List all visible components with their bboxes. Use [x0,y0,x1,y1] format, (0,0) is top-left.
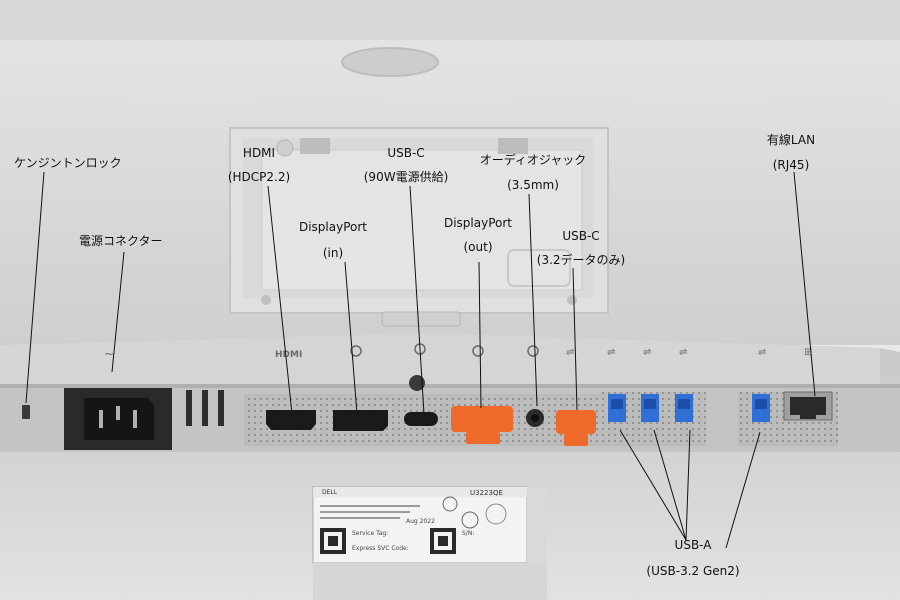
svg-text:⊞: ⊞ [804,347,812,358]
kensington-lock-slot [22,405,30,419]
label-lan: 有線LAN [766,133,816,147]
label-power-connector: 電源コネクター [79,234,163,248]
label-displayport-in-sub: (in) [322,246,344,260]
svg-text:⇌: ⇌ [643,347,651,358]
label-hdmi-sub: (HDCP2.2) [227,170,291,184]
label-displayport-out: DisplayPort [443,216,513,230]
label-audio-jack: オーディオジャック [479,153,587,167]
label-usbc-power: USB-C [387,146,425,160]
label-kensington-lock: ケンジントンロック [14,156,122,170]
label-displayport-in: DisplayPort [298,220,368,234]
svg-text:⇌: ⇌ [758,347,766,358]
sticker-sn-label: S/N: [462,530,475,537]
leader-lines [25,171,816,549]
svg-text:~: ~ [104,347,114,361]
sticker-express-label: Express SVC Code: [352,545,409,552]
sticker-service-tag-label: Service Tag: [352,530,389,537]
label-displayport-out-sub: (out) [463,240,493,254]
sticker-date: Aug 2022 [406,518,435,525]
label-usbc-data-sub: (3.2データのみ) [536,253,626,267]
displayport-in-port [333,410,388,431]
dell-emboss-logo [341,47,439,77]
vent-slot [186,390,192,426]
sticker-brand: DELL [322,489,338,496]
label-usbc-data: USB-C [562,229,600,243]
regulatory-sticker [312,486,528,564]
label-hdmi: HDMI [242,146,276,160]
label-audio-jack-sub: (3.5mm) [507,178,559,192]
label-lan-sub: (RJ45) [772,158,810,172]
label-usba: USB-A [674,538,712,552]
svg-text:⇌: ⇌ [607,347,615,358]
usbc-data-cover [556,410,596,434]
displayport-out-cover [451,406,513,432]
hdmi-port [266,410,316,430]
sticker-model: U3223QE [470,489,503,497]
svg-text:HDMI: HDMI [275,350,302,360]
svg-text:⇌: ⇌ [566,347,574,358]
label-usbc-power-sub: (90W電源供給) [363,170,449,184]
usbc-power-port [404,412,438,426]
svg-text:⇌: ⇌ [679,347,687,358]
label-usba-sub: (USB-3.2 Gen2) [646,564,740,578]
